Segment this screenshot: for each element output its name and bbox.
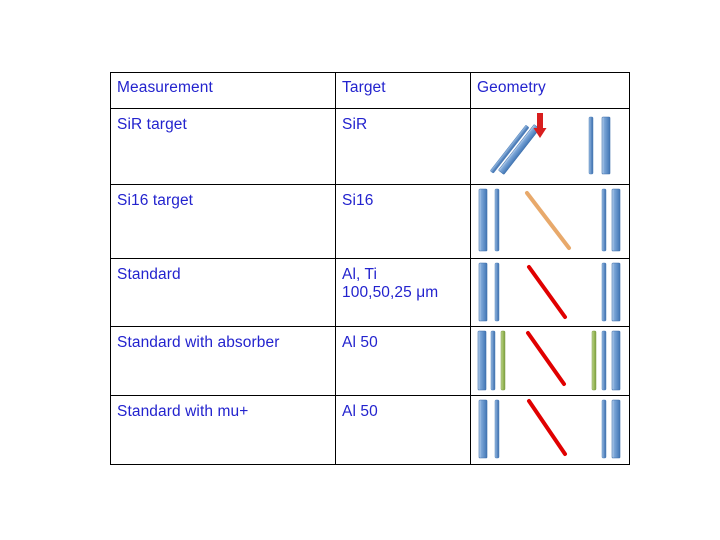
vertical-bar-wide-icon — [611, 399, 621, 459]
cell-target: Si16 — [335, 184, 471, 259]
target-label: Si16 — [342, 192, 374, 209]
table-row: Standard Al, Ti 100,50,25 μm — [110, 258, 630, 327]
vertical-bar-wide-icon — [611, 330, 621, 391]
cell-geometry — [470, 395, 630, 465]
geometry-diagram-si16-target — [478, 188, 621, 252]
target-label: Al 50 — [342, 334, 378, 351]
cell-measurement: SiR target — [110, 108, 336, 185]
cell-target: SiR — [335, 108, 471, 185]
geometry-diagram-standard — [478, 262, 621, 322]
red-diagonal-line-icon — [526, 331, 566, 386]
vertical-bar-thin-icon — [601, 188, 607, 252]
measurement-label: Standard with absorber — [117, 334, 280, 351]
measurement-label: SiR target — [117, 116, 187, 133]
measurement-label: Standard — [117, 266, 181, 283]
tilted-bar-wide-icon — [498, 124, 540, 175]
red-diagonal-line-icon — [527, 265, 567, 319]
table-row: Standard with mu+ Al 50 — [110, 395, 630, 465]
cell-measurement: Standard — [110, 258, 336, 327]
geometry-diagram-standard-with-absorber — [477, 330, 621, 391]
measurement-label: Standard with mu+ — [117, 403, 249, 420]
header-cell-geometry: Geometry — [470, 72, 630, 109]
vertical-bar-wide-icon — [477, 330, 487, 391]
geometry-diagram-sir-target — [490, 113, 611, 175]
table-row: Si16 target Si16 — [110, 184, 630, 259]
vertical-bar-wide-icon — [611, 188, 621, 252]
red-diagonal-line-icon — [527, 399, 567, 456]
vertical-bar-thin-icon — [494, 188, 500, 252]
cell-target: Al 50 — [335, 326, 471, 396]
cell-measurement: Standard with mu+ — [110, 395, 336, 465]
geometry-diagram-standard-with-mu — [478, 399, 621, 459]
vertical-bar-thin-icon — [588, 116, 594, 175]
vertical-bar-thin-icon — [601, 330, 607, 391]
vertical-bar-thin-icon — [601, 262, 607, 322]
vertical-bar-thin-icon — [494, 262, 500, 322]
tilted-bar-thin-icon — [490, 125, 529, 174]
table-row: Standard with absorber Al 50 — [110, 326, 630, 396]
target-label: Al 50 — [342, 403, 378, 420]
measurement-target-geometry-table: Measurement Target Geometry SiR target S… — [110, 72, 630, 465]
green-absorber-bar-icon — [500, 330, 506, 391]
cell-geometry — [470, 108, 630, 185]
cell-geometry — [470, 258, 630, 327]
green-absorber-bar-icon — [591, 330, 597, 391]
cell-target: Al, Ti 100,50,25 μm — [335, 258, 471, 327]
red-down-arrow-icon — [533, 113, 547, 138]
header-label-measurement: Measurement — [117, 79, 213, 96]
target-label: Al, Ti 100,50,25 μm — [342, 266, 439, 302]
vertical-bar-wide-icon — [478, 262, 488, 322]
table-header-row: Measurement Target Geometry — [110, 72, 630, 109]
target-label: SiR — [342, 116, 368, 133]
header-cell-target: Target — [335, 72, 471, 109]
vertical-bar-wide-icon — [478, 399, 488, 459]
header-label-target: Target — [342, 79, 386, 96]
cell-measurement: Si16 target — [110, 184, 336, 259]
cell-geometry — [470, 326, 630, 396]
table-row: SiR target SiR — [110, 108, 630, 185]
cell-measurement: Standard with absorber — [110, 326, 336, 396]
header-cell-measurement: Measurement — [110, 72, 336, 109]
vertical-bar-wide-icon — [601, 116, 611, 175]
vertical-bar-thin-icon — [490, 330, 496, 391]
vertical-bar-wide-icon — [478, 188, 488, 252]
cell-target: Al 50 — [335, 395, 471, 465]
tan-diagonal-line-icon — [525, 191, 571, 250]
vertical-bar-wide-icon — [611, 262, 621, 322]
header-label-geometry: Geometry — [477, 79, 546, 96]
vertical-bar-thin-icon — [494, 399, 500, 459]
cell-geometry — [470, 184, 630, 259]
vertical-bar-thin-icon — [601, 399, 607, 459]
measurement-label: Si16 target — [117, 192, 194, 209]
